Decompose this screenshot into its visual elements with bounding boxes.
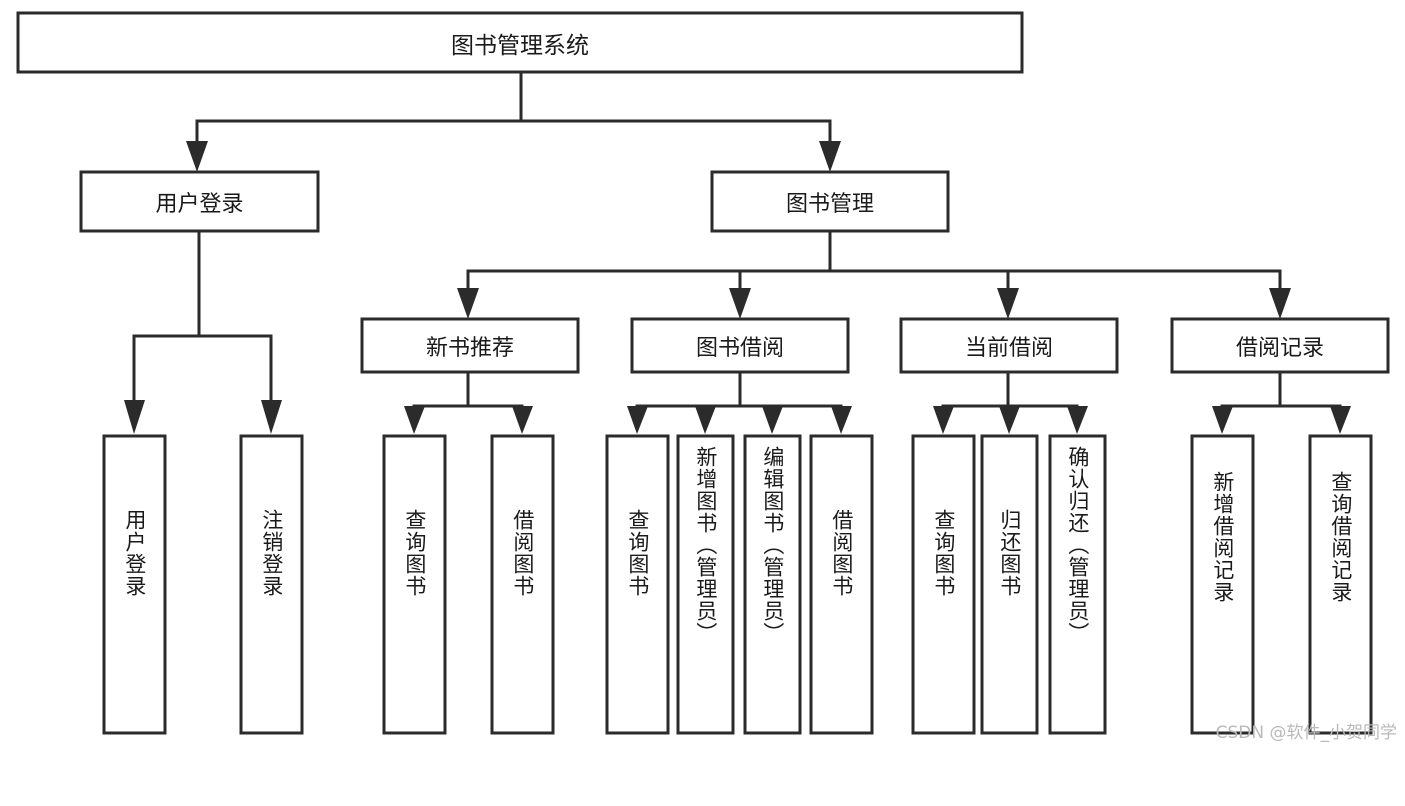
arrowhead-new-book-rec bbox=[457, 288, 479, 319]
node-leaf-4-box[interactable] bbox=[490, 434, 555, 735]
arrowhead-leaf-7 bbox=[762, 406, 783, 434]
arrowhead-leaf-5 bbox=[627, 406, 648, 434]
arrowhead-book-manage bbox=[819, 141, 841, 172]
node-leaf-2-box[interactable] bbox=[239, 434, 304, 735]
node-book-manage-box[interactable] bbox=[710, 170, 950, 233]
arrowhead-leaf-11 bbox=[1067, 406, 1088, 434]
diagram-canvas: 图书管理系统 用户登录 图书管理 新书推荐 图书借阅 当前借阅 借阅记录 用户登… bbox=[16, 11, 1397, 743]
node-leaf-12-box[interactable] bbox=[1190, 434, 1255, 735]
arrowhead-leaf-2 bbox=[261, 400, 282, 434]
node-leaf-8-box[interactable] bbox=[809, 434, 874, 735]
node-leaf-6-box[interactable] bbox=[676, 434, 735, 735]
node-new-book-rec-box[interactable] bbox=[360, 317, 580, 374]
node-leaf-10-box[interactable] bbox=[980, 434, 1039, 735]
arrowhead-book-borrow bbox=[729, 288, 751, 319]
arrowhead-leaf-9 bbox=[933, 406, 954, 434]
node-leaf-5-box[interactable] bbox=[605, 434, 670, 735]
node-user-login-box[interactable] bbox=[79, 170, 320, 233]
arrowhead-user-login bbox=[186, 141, 208, 172]
node-root-box[interactable] bbox=[16, 11, 1024, 74]
arrowhead-borrow-record bbox=[1269, 288, 1291, 319]
node-borrow-record-box[interactable] bbox=[1170, 317, 1390, 374]
node-leaf-7-box[interactable] bbox=[743, 434, 802, 735]
arrowhead-leaf-8 bbox=[831, 406, 852, 434]
arrowhead-leaf-12 bbox=[1212, 406, 1233, 434]
node-layer bbox=[16, 11, 1390, 735]
connector-layer bbox=[124, 70, 1351, 434]
node-leaf-13-box[interactable] bbox=[1308, 434, 1373, 735]
arrowhead-leaf-3 bbox=[404, 406, 425, 434]
arrowhead-leaf-13 bbox=[1330, 406, 1351, 434]
node-leaf-3-box[interactable] bbox=[382, 434, 447, 735]
arrowhead-leaf-10 bbox=[999, 406, 1020, 434]
tree-diagram-svg bbox=[16, 11, 1390, 735]
node-book-borrow-box[interactable] bbox=[630, 317, 850, 374]
arrowhead-leaf-4 bbox=[512, 406, 533, 434]
node-leaf-9-box[interactable] bbox=[911, 434, 976, 735]
arrowhead-leaf-6 bbox=[695, 406, 716, 434]
arrowhead-current-borrow bbox=[997, 288, 1019, 319]
node-leaf-1-box[interactable] bbox=[102, 434, 167, 735]
node-current-borrow-box[interactable] bbox=[899, 317, 1119, 374]
arrowhead-leaf-1 bbox=[124, 400, 145, 434]
node-leaf-11-box[interactable] bbox=[1048, 434, 1107, 735]
